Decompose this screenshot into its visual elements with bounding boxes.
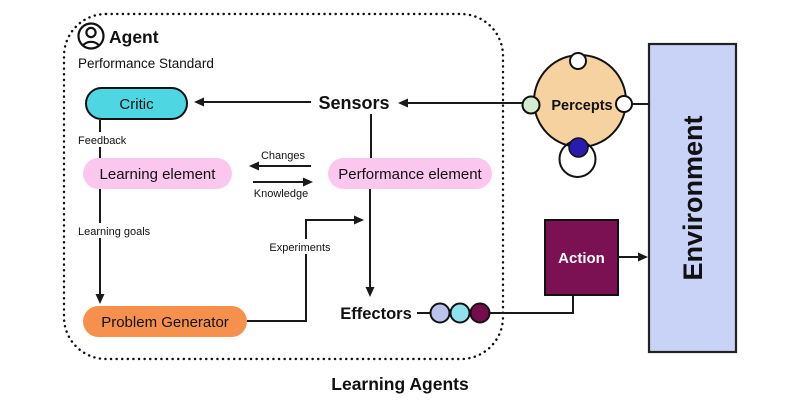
- changes-label: Changes: [261, 150, 306, 162]
- learning-element-node: [83, 158, 232, 189]
- experiments-label: Experiments: [269, 242, 331, 254]
- percepts-blue-dot: [568, 137, 589, 158]
- percepts-left-port: [521, 95, 541, 115]
- learning-to-problem-generator-arrow: [95, 189, 105, 304]
- diagram-caption: Learning Agents: [331, 374, 469, 394]
- sensors-label: Sensors: [318, 93, 389, 113]
- performance-to-effectors-arrow: [365, 189, 375, 297]
- performance-element-node: [328, 158, 492, 189]
- learning-element-label: Learning element: [100, 166, 217, 183]
- effectors-label: Effectors: [340, 305, 412, 323]
- problem-generator-node: [83, 306, 247, 337]
- action-to-environment-arrow: [618, 252, 648, 262]
- percepts-label: Percepts: [551, 98, 612, 114]
- experiments-label-bg: [264, 239, 336, 254]
- changes-arrow: [249, 161, 311, 171]
- agent-title: Agent: [109, 27, 159, 47]
- performance-element-label: Performance element: [338, 166, 482, 183]
- percepts-to-sensors-arrow: [398, 98, 522, 108]
- critic-node: [85, 87, 188, 120]
- learning-goals-label-bg: [76, 223, 152, 238]
- environment-box: [647, 42, 738, 354]
- effector-dot-3: [469, 302, 491, 324]
- feedback-label-bg: [76, 132, 126, 147]
- percepts-top-port: [569, 52, 587, 70]
- effectors-to-action-line: [490, 296, 574, 314]
- agent-boundary-box: [62, 12, 505, 361]
- percepts-right-port: [615, 95, 633, 113]
- experiments-arrow: [247, 215, 364, 322]
- sensors-to-critic-arrow: [194, 97, 311, 107]
- effector-dot-2: [449, 302, 471, 324]
- knowledge-arrow: [253, 177, 313, 187]
- feedback-label: Feedback: [78, 135, 127, 147]
- critic-label: Critic: [119, 96, 154, 113]
- problem-generator-label: Problem Generator: [101, 314, 229, 331]
- action-label: Action: [558, 250, 605, 267]
- environment-label: Environment: [678, 115, 708, 280]
- performance-standard-label: Performance Standard: [78, 56, 214, 71]
- knowledge-label: Knowledge: [254, 188, 308, 200]
- learning-goals-label: Learning goals: [78, 226, 151, 238]
- effector-dot-1: [429, 302, 451, 324]
- agent-person-icon: [77, 22, 105, 50]
